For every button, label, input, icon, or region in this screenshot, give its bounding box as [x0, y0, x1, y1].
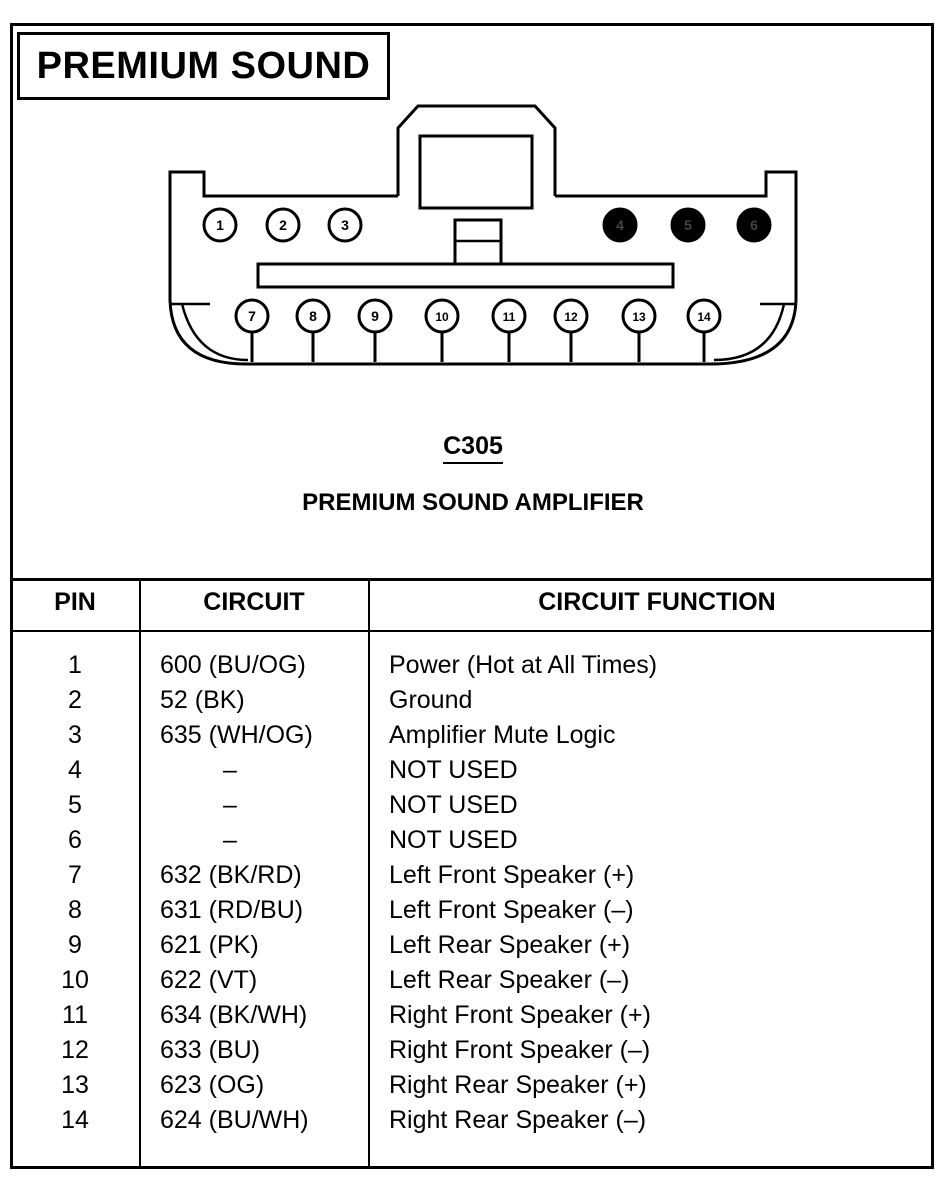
table-cell-function: Ground	[389, 686, 473, 714]
table-cell-circuit: –	[223, 826, 237, 854]
connector-pin-label: 6	[750, 217, 758, 233]
table-cell-function: NOT USED	[389, 791, 518, 819]
connector-pin-label: 2	[279, 217, 287, 233]
connector-inner-right	[713, 303, 786, 362]
connector-pin-7: 7	[234, 298, 270, 362]
table-cell-function: Right Front Speaker (+)	[389, 1001, 651, 1029]
diagram-frame	[10, 23, 934, 1169]
connector-pin-label: 12	[564, 310, 578, 324]
table-cell-pin: 9	[68, 931, 82, 959]
table-cell-pin: 12	[61, 1036, 89, 1064]
connector-pin-9: 9	[357, 298, 393, 362]
table-cell-pin: 2	[68, 686, 82, 714]
table-cell-function: Left Front Speaker (+)	[389, 861, 635, 889]
table-cell-circuit: 631 (RD/BU)	[160, 896, 304, 924]
table-cell-circuit: 624 (BU/WH)	[160, 1106, 309, 1134]
connector-pin-11: 11	[491, 298, 527, 362]
table-cell-function: Right Front Speaker (–)	[389, 1036, 651, 1064]
table-cell-pin: 4	[68, 756, 82, 784]
connector-pin-label: 4	[616, 217, 624, 233]
page-title: PREMIUM SOUND	[17, 32, 390, 100]
table-cell-circuit: –	[223, 756, 237, 784]
table-cell-circuit: 635 (WH/OG)	[160, 721, 313, 749]
connector-pin-12: 12	[553, 298, 589, 362]
table-top-rule	[10, 578, 934, 581]
header-pin: PIN	[54, 588, 96, 616]
connector-pin-13: 13	[621, 298, 657, 362]
connector-pin-label: 11	[503, 310, 516, 324]
table-cell-circuit: 600 (BU/OG)	[160, 651, 306, 679]
connector-pin-label: 8	[309, 308, 317, 324]
connector-pin-3: 3	[327, 207, 363, 243]
connector-pin-label: 13	[632, 310, 646, 324]
table-cell-function: Left Front Speaker (–)	[389, 896, 634, 924]
connector-pin-14: 14	[686, 298, 722, 362]
table-col-divider-1	[139, 578, 141, 1169]
header-circuit: CIRCUIT	[203, 588, 305, 616]
table-cell-function: Left Rear Speaker (+)	[389, 931, 631, 959]
connector-id: C305	[0, 432, 946, 464]
connector-pin-2: 2	[265, 207, 301, 243]
table-cell-function: NOT USED	[389, 756, 518, 784]
header-circuit-function: CIRCUIT FUNCTION	[538, 588, 776, 616]
table-cell-circuit: 622 (VT)	[160, 966, 258, 994]
table-cell-circuit: 621 (PK)	[160, 931, 259, 959]
table-cell-circuit: 52 (BK)	[160, 686, 245, 714]
connector-name: PREMIUM SOUND AMPLIFIER	[302, 489, 644, 516]
table-cell-circuit: 634 (BK/WH)	[160, 1001, 308, 1029]
table-cell-pin: 5	[68, 791, 82, 819]
connector-pin-4: 4	[602, 207, 638, 243]
connector-pin-8: 8	[295, 298, 331, 362]
connector-latch-window	[418, 134, 534, 210]
table-cell-function: Right Rear Speaker (–)	[389, 1106, 647, 1134]
table-cell-circuit: 632 (BK/RD)	[160, 861, 302, 889]
table-cell-circuit: 633 (BU)	[160, 1036, 261, 1064]
table-cell-pin: 10	[61, 966, 89, 994]
table-cell-function: Left Rear Speaker (–)	[389, 966, 630, 994]
table-cell-pin: 7	[68, 861, 82, 889]
connector-pin-label: 10	[435, 310, 449, 324]
table-cell-pin: 6	[68, 826, 82, 854]
connector-pin-6: 6	[736, 207, 772, 243]
table-header-rule	[10, 630, 934, 632]
table-cell-pin: 11	[62, 1001, 88, 1029]
connector-pin-label: 5	[684, 217, 692, 233]
table-cell-function: Power (Hot at All Times)	[389, 651, 658, 679]
table-cell-pin: 14	[61, 1106, 89, 1134]
table-cell-pin: 13	[61, 1071, 89, 1099]
table-cell-function: NOT USED	[389, 826, 518, 854]
connector-pin-1: 1	[202, 207, 238, 243]
table-cell-pin: 8	[68, 896, 82, 924]
connector-pin-label: 9	[371, 308, 379, 324]
table-col-divider-2	[368, 578, 370, 1169]
table-cell-pin: 1	[68, 651, 82, 679]
connector-pin-10: 10	[424, 298, 460, 362]
connector-bar	[256, 262, 675, 289]
table-cell-circuit: 623 (OG)	[160, 1071, 265, 1099]
connector-pin-label: 1	[216, 217, 224, 233]
connector-pin-label: 3	[341, 217, 349, 233]
connector-pin-label: 14	[697, 310, 711, 324]
table-cell-function: Right Rear Speaker (+)	[389, 1071, 647, 1099]
connector-pin-label: 7	[248, 308, 256, 324]
connector-pin-5: 5	[670, 207, 706, 243]
table-cell-function: Amplifier Mute Logic	[389, 721, 616, 749]
table-cell-pin: 3	[68, 721, 82, 749]
connector-inner-left	[180, 303, 249, 362]
connector-body	[168, 170, 798, 366]
table-cell-circuit: –	[223, 791, 237, 819]
connector-latch	[396, 104, 557, 196]
